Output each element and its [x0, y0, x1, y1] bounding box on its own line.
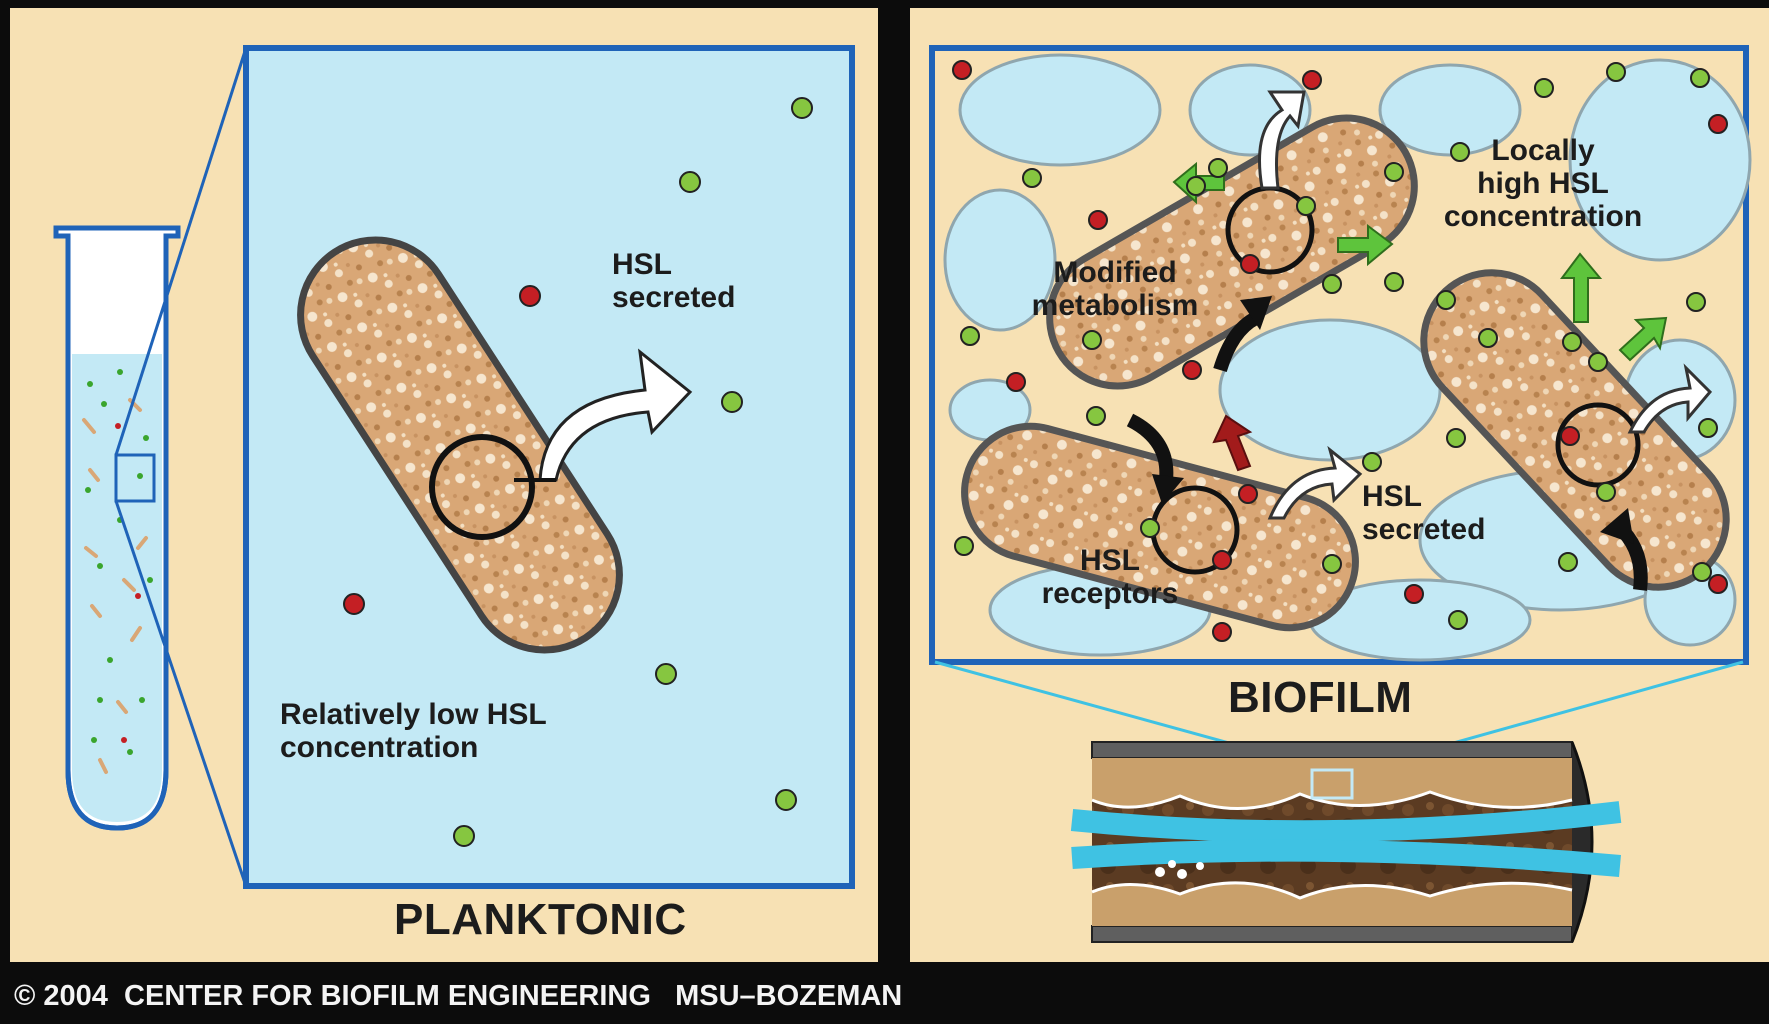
- planktonic-title: PLANKTONIC: [394, 896, 687, 944]
- hsl-receptors-label: HSL receptors: [1030, 544, 1190, 610]
- label-line: HSL: [1362, 480, 1485, 513]
- label-line: Locally: [1428, 134, 1658, 167]
- locally-high-label: Locally high HSL concentration: [1428, 134, 1658, 233]
- label-line: metabolism: [1030, 289, 1200, 322]
- biofilm-hsl-secreted-label: HSL secreted: [1362, 480, 1485, 546]
- copyright-footer: © 2004 CENTER FOR BIOFILM ENGINEERING MS…: [14, 980, 902, 1013]
- label-line: concentration: [280, 731, 547, 764]
- label-line: HSL: [612, 248, 735, 281]
- label-line: HSL: [1030, 544, 1190, 577]
- label-line: Modified: [1030, 256, 1200, 289]
- label-line: receptors: [1030, 577, 1190, 610]
- planktonic-hsl-secreted-label: HSL secreted: [612, 248, 735, 314]
- label-line: high HSL: [1428, 167, 1658, 200]
- pipe-icon: [1072, 742, 1620, 942]
- label-line: concentration: [1428, 200, 1658, 233]
- label-line: Relatively low HSL: [280, 698, 547, 731]
- label-line: secreted: [1362, 513, 1485, 546]
- label-line: secreted: [612, 281, 735, 314]
- biofilm-title: BIOFILM: [1228, 674, 1412, 722]
- low-concentration-label: Relatively low HSL concentration: [280, 698, 547, 764]
- modified-metabolism-label: Modified metabolism: [1030, 256, 1200, 322]
